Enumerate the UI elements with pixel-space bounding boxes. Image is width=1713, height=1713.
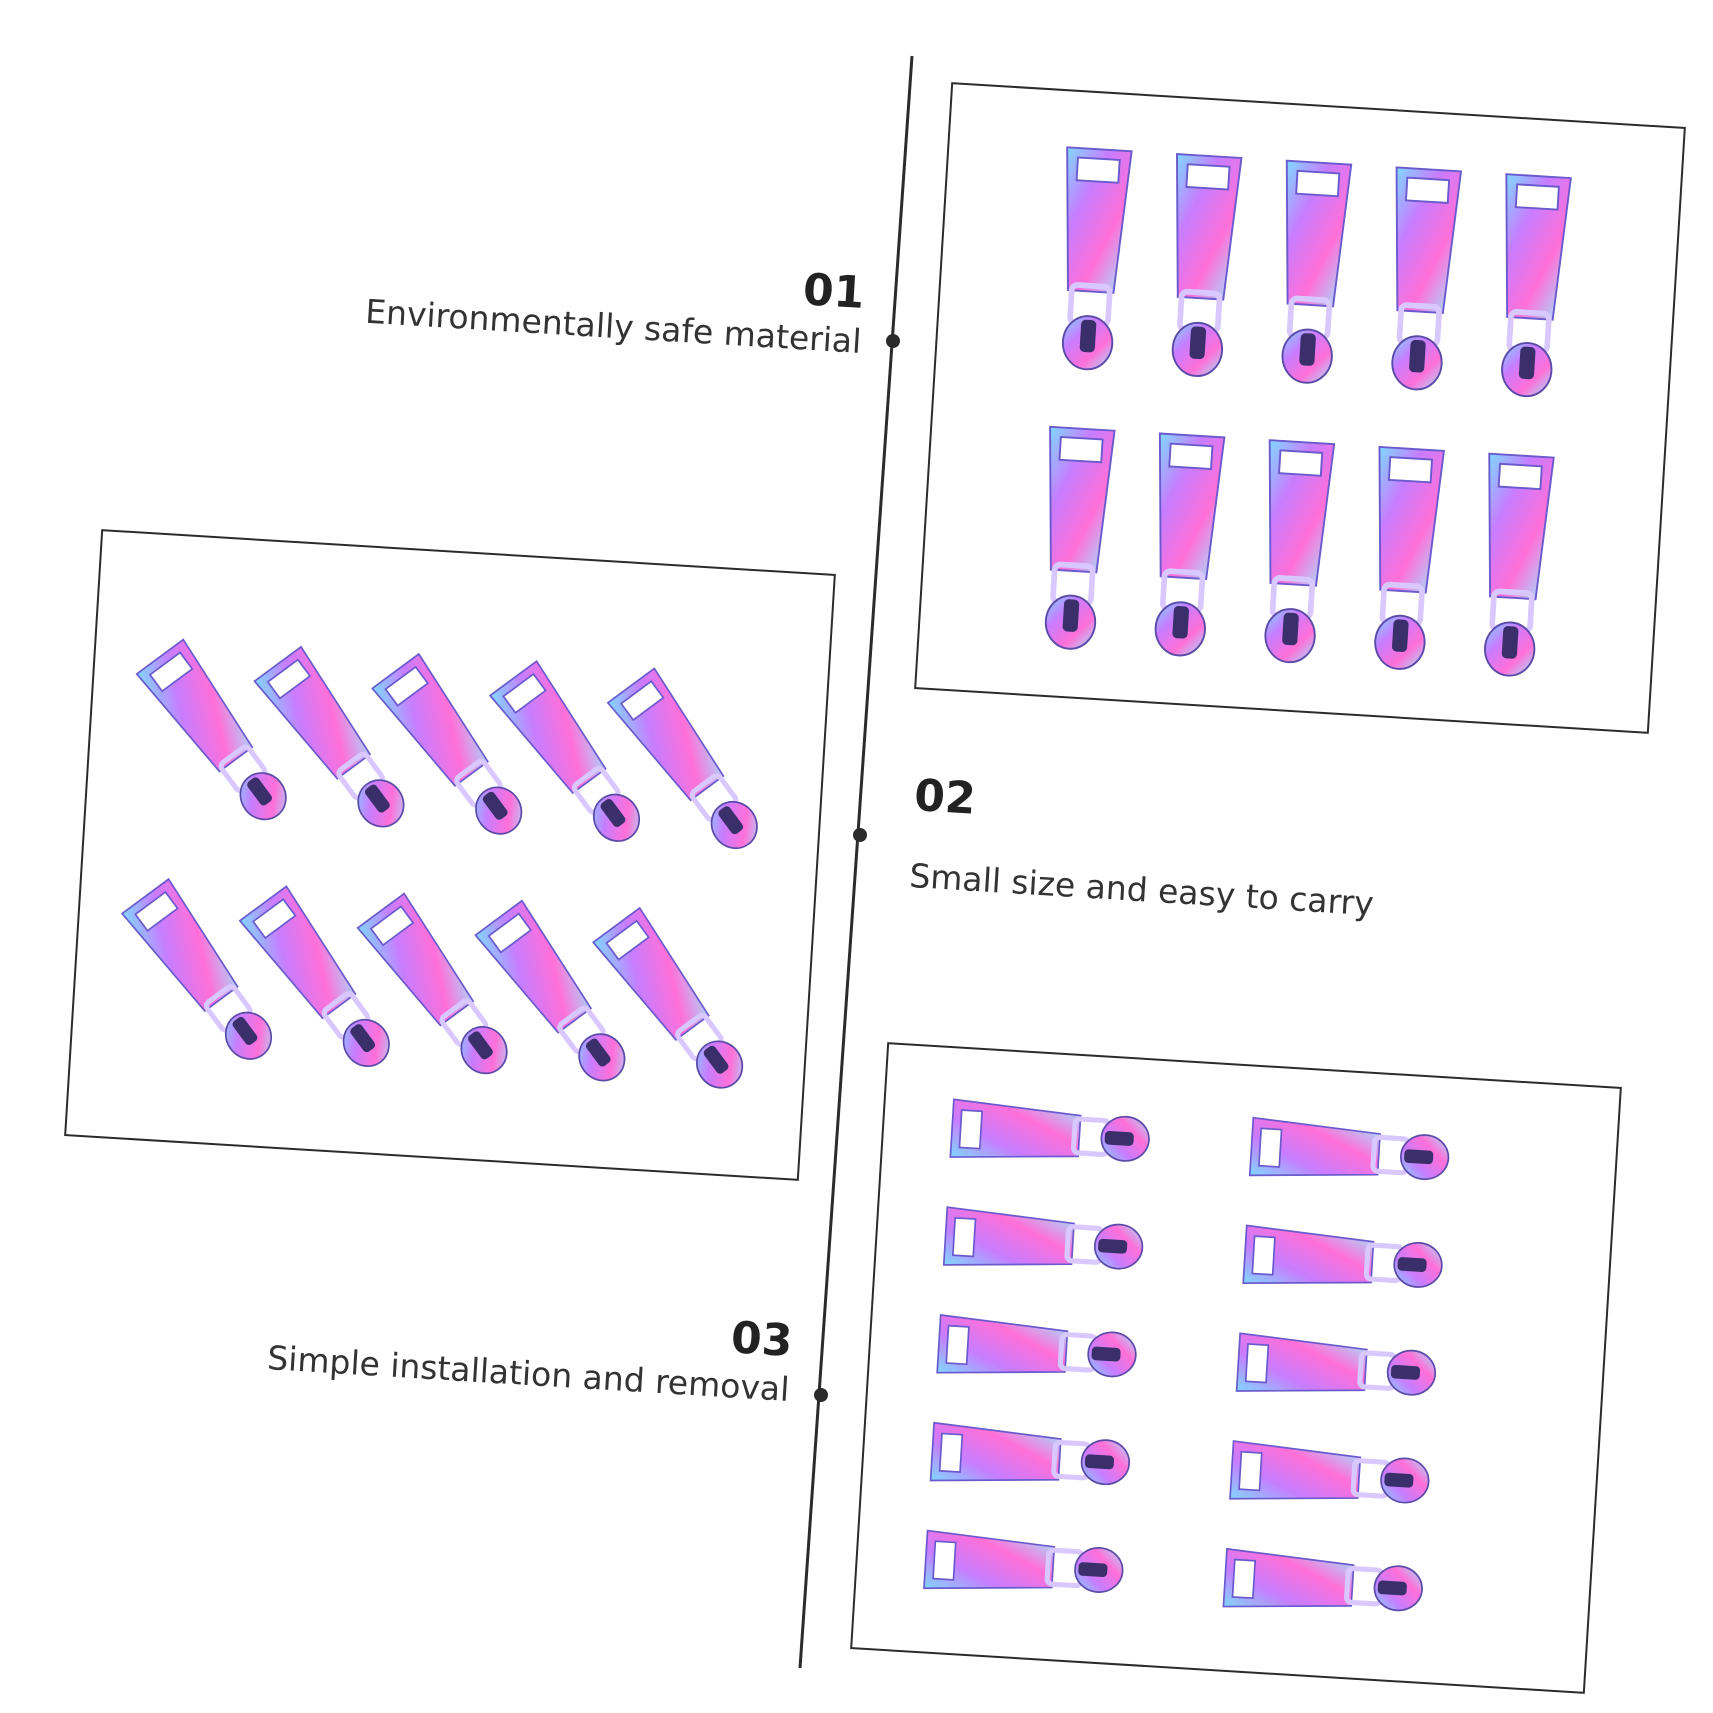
zipper-pull xyxy=(1061,146,1133,371)
photo-frame-horizontal xyxy=(850,1042,1622,1694)
zipper-pull xyxy=(923,1529,1124,1593)
zipper-pull xyxy=(606,667,758,850)
zipper-pull xyxy=(1222,1547,1423,1612)
zipper-pull xyxy=(942,1206,1144,1270)
zipper-pull xyxy=(1264,439,1336,664)
zipper-pull xyxy=(1374,445,1446,670)
zipper-pull xyxy=(1391,166,1463,391)
zipper-pull xyxy=(936,1314,1137,1378)
zipper-pull xyxy=(929,1421,1131,1486)
zipper-pull xyxy=(1154,432,1226,657)
zipper-pull xyxy=(474,899,626,1082)
timeline-dot-1 xyxy=(886,334,900,348)
photo-frame-diagonal xyxy=(64,529,836,1181)
zipper-pull xyxy=(1235,1332,1437,1396)
zipper-pulls-photo-diagonal xyxy=(120,638,758,1089)
zipper-pulls-photo-horizontal xyxy=(923,1098,1450,1612)
zipper-pull xyxy=(1242,1224,1443,1288)
zipper-pulls-photo-upright xyxy=(1044,146,1572,677)
zipper-pull xyxy=(1044,425,1116,650)
zipper-pull xyxy=(1484,452,1555,677)
timeline-dot-2 xyxy=(853,828,867,842)
timeline-dot-3 xyxy=(814,1388,828,1402)
photo-frame-upright xyxy=(914,82,1686,734)
zipper-pull xyxy=(1171,153,1243,377)
zipper-pull xyxy=(371,652,523,835)
zipper-pull xyxy=(591,906,744,1089)
zipper-pull xyxy=(356,892,508,1075)
zipper-pull xyxy=(1501,173,1572,398)
zipper-pull xyxy=(488,659,641,842)
zipper-pull xyxy=(949,1098,1150,1162)
zipper-pull xyxy=(120,877,273,1060)
zipper-pull xyxy=(253,645,405,828)
zipper-pull xyxy=(1229,1440,1430,1504)
zipper-pull xyxy=(1281,159,1353,384)
zipper-pull xyxy=(1248,1116,1450,1181)
zipper-pull xyxy=(135,638,287,821)
zipper-pull xyxy=(238,885,390,1067)
